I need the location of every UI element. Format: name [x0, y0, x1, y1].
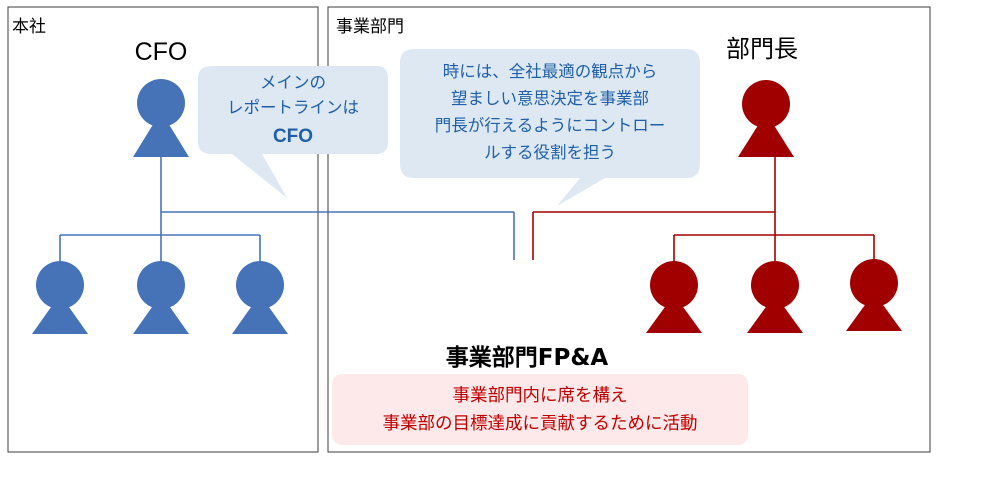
headquarters-box [7, 6, 319, 453]
hq-staff-3-person-icon [232, 261, 288, 334]
division-staff-3-person-icon [846, 259, 902, 331]
division-head-person-icon [738, 80, 794, 157]
division-staff-2-person-icon [747, 261, 803, 333]
fpa-note-box [332, 374, 748, 445]
division-callout-line-2: 望ましい意思決定を事業部 [451, 89, 649, 108]
fpa-note-line-1: 事業部門内に席を構え [453, 386, 628, 406]
cfo-person-icon [133, 79, 189, 157]
fpa-red-half [491, 258, 551, 333]
cfo-label: CFO [135, 38, 188, 66]
cfo-callout-line-2: レポートラインは [227, 98, 359, 117]
red-reporting-lines [532, 155, 875, 262]
division-callout-line-4: ルする役割を担う [484, 143, 616, 162]
cfo-callout-line-3: CFO [273, 126, 313, 147]
fpa-label: 事業部門FP&A [446, 344, 609, 371]
headquarters-label: 本社 [12, 17, 46, 37]
blue-reporting-lines [59, 150, 515, 262]
fpa-note-line-2: 事業部の目標達成に貢献するために活動 [383, 414, 698, 434]
division-callout-line-1: 時には、全社最適の観点から [443, 62, 658, 81]
division-staff-1-person-icon [646, 261, 702, 333]
division-callout-bubble [400, 49, 700, 206]
division-label: 事業部門 [336, 17, 404, 37]
hq-staff-1-person-icon [32, 261, 88, 334]
fpa-split-person-icon [491, 258, 551, 333]
fpa-blue-half [491, 258, 551, 333]
cfo-callout-line-1: メインの [260, 73, 326, 92]
cfo-callout-bubble [198, 66, 388, 198]
division-head-label: 部門長 [726, 35, 798, 63]
division-callout-line-3: 門長が行えるようにコントロー [435, 116, 666, 135]
division-box [327, 6, 931, 453]
hq-staff-2-person-icon [133, 261, 189, 334]
